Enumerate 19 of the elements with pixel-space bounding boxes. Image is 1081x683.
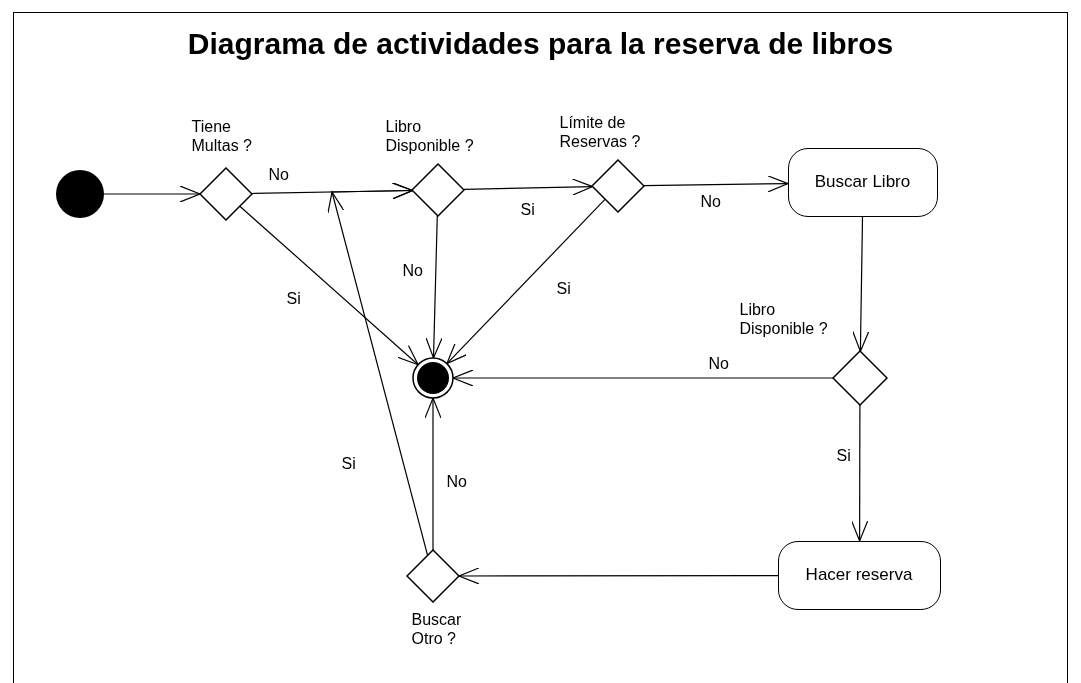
arrow xyxy=(238,205,419,365)
arrow xyxy=(423,396,442,551)
arrow xyxy=(850,403,868,542)
arrow xyxy=(462,177,593,196)
arrow xyxy=(457,566,779,585)
condition-label: Límite de Reservas ? xyxy=(559,112,642,151)
activity-box: Buscar Libro xyxy=(787,147,938,217)
activity-box: Hacer reserva xyxy=(777,540,941,610)
condition-label: Libro Disponible ? xyxy=(739,299,829,338)
condition-label: Tiene Multas ? xyxy=(191,116,253,155)
arrow xyxy=(445,198,606,364)
diagram-title: Diagrama de actividades para la reserva de libros xyxy=(186,27,895,61)
arrow xyxy=(424,214,443,359)
condition-label: Buscar Otro ? xyxy=(411,609,463,648)
arrow xyxy=(102,184,201,203)
arrow xyxy=(642,174,789,192)
condition-label: Libro Disponible ? xyxy=(385,116,475,155)
arrow xyxy=(327,183,428,556)
arrow xyxy=(851,215,869,352)
